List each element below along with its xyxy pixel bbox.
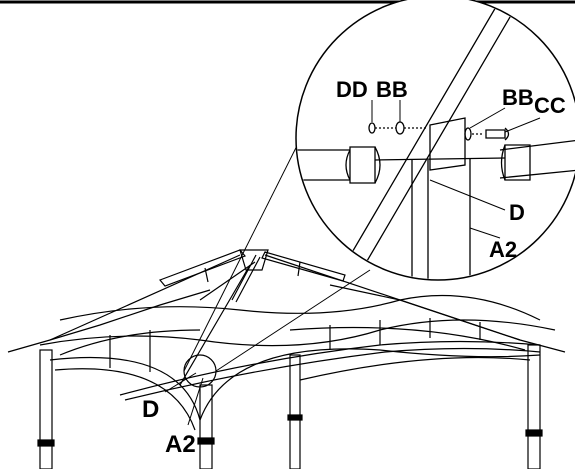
label-a2-detail: A2 [489, 237, 517, 262]
roof-ridge-left [49, 254, 241, 341]
arch-right-inner [289, 326, 526, 351]
detail-rail [297, 149, 350, 181]
detail-circle [295, 0, 575, 281]
detail-post [411, 158, 471, 279]
canopy-edge-left [7, 289, 211, 353]
arch-front-inner [54, 368, 196, 431]
label-d-main: D [142, 396, 159, 423]
arch-left [59, 329, 201, 356]
peak-rail-left [158, 249, 247, 287]
label-bb-right: BB [502, 85, 534, 110]
label-dd: DD [336, 77, 368, 102]
gazebo-frame [7, 249, 566, 469]
detail-bracket-plate [429, 117, 466, 171]
canopy-fabric-back [59, 294, 541, 321]
label-bb-left: BB [376, 77, 408, 102]
label-d-detail: D [509, 200, 525, 225]
leg-mid [289, 354, 301, 469]
detail-end-cap-right [504, 144, 531, 181]
leg-front [199, 384, 213, 469]
peak-rail-right [261, 251, 346, 282]
callout-leader-right [215, 269, 371, 372]
roof-ridge-front [179, 264, 251, 386]
roof-ridge-right [264, 254, 521, 341]
leg-right [527, 344, 541, 469]
label-a2-main: A2 [165, 431, 196, 458]
detail-diagonal-strut [329, 0, 521, 279]
arch-right-lower [299, 356, 531, 381]
leg-left [39, 349, 53, 469]
label-cc: CC [534, 93, 566, 118]
arch-front [49, 348, 541, 421]
truss-band-front [119, 340, 541, 396]
detail-view: DD BB BB CC D A2 [295, 0, 575, 281]
peak-hub [239, 249, 269, 271]
truss-band-front-2 [124, 347, 541, 401]
